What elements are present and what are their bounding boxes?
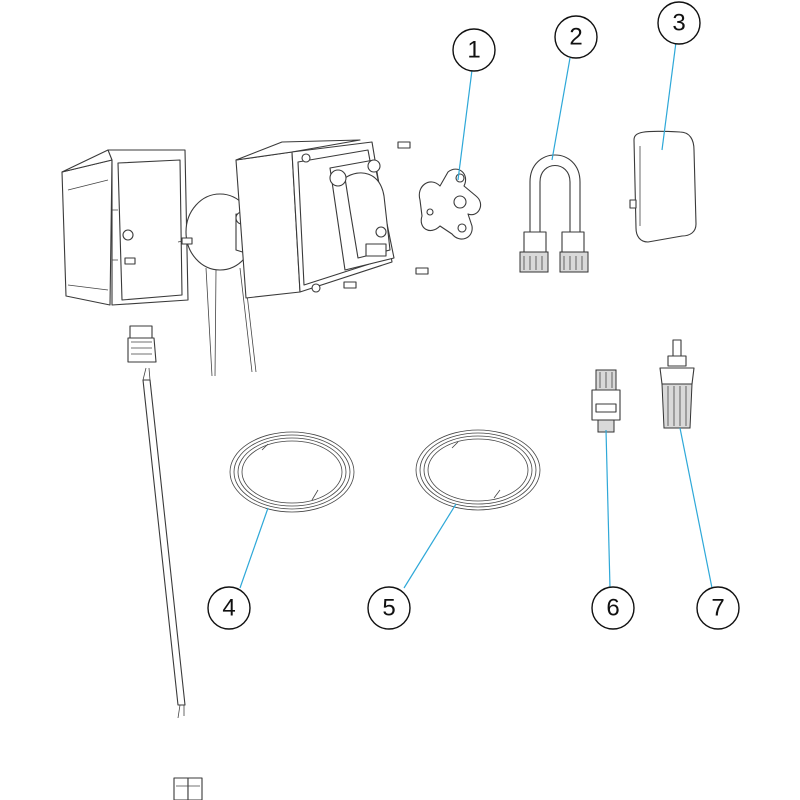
leader-7 bbox=[679, 427, 713, 589]
leader-4 bbox=[239, 507, 269, 589]
leader-5 bbox=[403, 503, 457, 589]
screws bbox=[181, 141, 429, 289]
callout-6: 6 bbox=[591, 586, 635, 630]
callout-1-label: 1 bbox=[467, 37, 480, 64]
leader-1 bbox=[457, 69, 473, 181]
rear-housing bbox=[61, 149, 189, 306]
callout-3: 3 bbox=[657, 1, 701, 45]
callout-5-label: 5 bbox=[382, 595, 395, 622]
plug-connector bbox=[173, 777, 203, 800]
tubing-coil-4 bbox=[229, 431, 355, 513]
callout-2-label: 2 bbox=[569, 24, 582, 51]
power-cable bbox=[142, 367, 186, 719]
pump-tube bbox=[519, 154, 589, 273]
tubing-coil-5 bbox=[415, 429, 541, 511]
front-cover bbox=[629, 130, 697, 243]
callout-5: 5 bbox=[367, 586, 411, 630]
leader-6 bbox=[605, 429, 611, 589]
callout-7: 7 bbox=[696, 586, 740, 630]
cable-gland bbox=[127, 325, 157, 363]
injection-valve bbox=[591, 369, 621, 433]
rotor bbox=[418, 168, 482, 240]
callout-1: 1 bbox=[452, 28, 496, 72]
callout-7-label: 7 bbox=[711, 595, 724, 622]
callout-6-label: 6 bbox=[606, 595, 619, 622]
foot-valve bbox=[659, 339, 695, 429]
callout-4-label: 4 bbox=[222, 595, 235, 622]
callout-2: 2 bbox=[554, 15, 598, 59]
leader-lines bbox=[239, 41, 713, 589]
callout-3-label: 3 bbox=[672, 10, 685, 37]
front-housing bbox=[235, 139, 395, 299]
leader-3 bbox=[661, 41, 677, 151]
leader-2 bbox=[551, 57, 571, 161]
callout-4: 4 bbox=[207, 586, 251, 630]
